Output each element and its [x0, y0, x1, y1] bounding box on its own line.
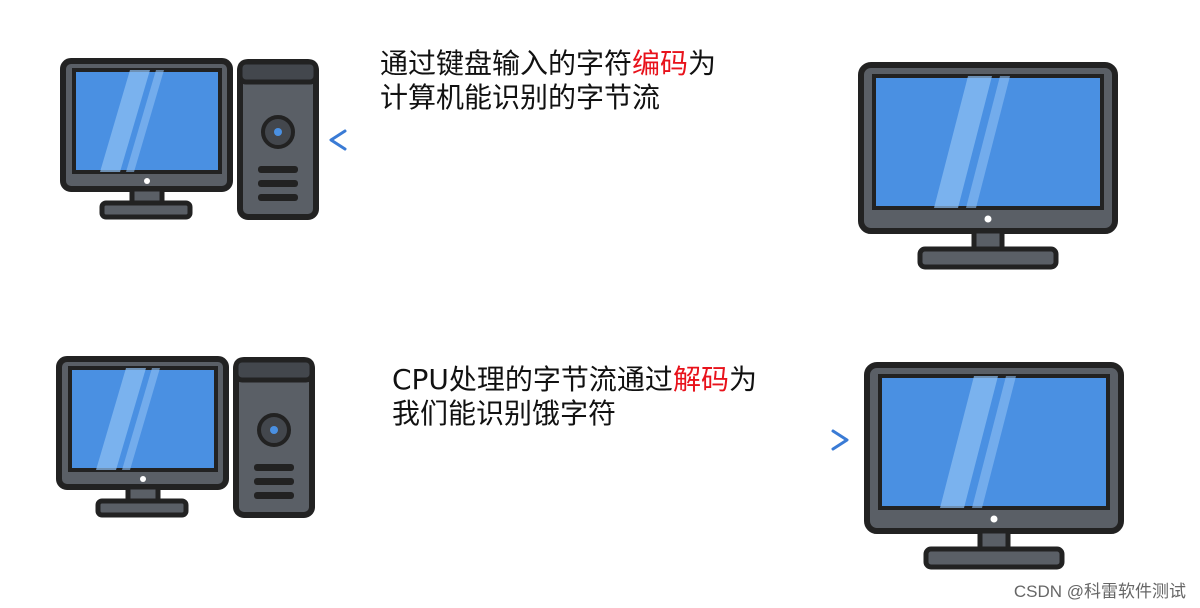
bottom-caption: CPU处理的字节流通过解码为 我们能识别饿字符: [392, 363, 757, 431]
top-caption-highlight: 编码: [632, 47, 689, 80]
desktop-computer-icon: [56, 356, 315, 518]
left-arrow-icon: [329, 129, 852, 151]
watermark: CSDN @科雷软件测试: [1013, 582, 1186, 601]
bottom-caption-line1: CPU处理的字节流通过解码为: [392, 363, 757, 396]
bottom-caption-line2: 我们能识别饿字符: [392, 397, 617, 430]
top-caption-line2: 计算机能识别的字节流: [380, 81, 661, 114]
monitor-icon: [858, 62, 1118, 270]
monitor-icon: [864, 362, 1124, 570]
bottom-caption-highlight: 解码: [672, 363, 729, 396]
desktop-computer-icon: [60, 58, 319, 220]
top-caption: 通过键盘输入的字符编码为 计算机能识别的字节流: [380, 47, 716, 115]
right-arrow-icon: [330, 429, 849, 451]
top-caption-line1: 通过键盘输入的字符编码为: [380, 47, 717, 80]
